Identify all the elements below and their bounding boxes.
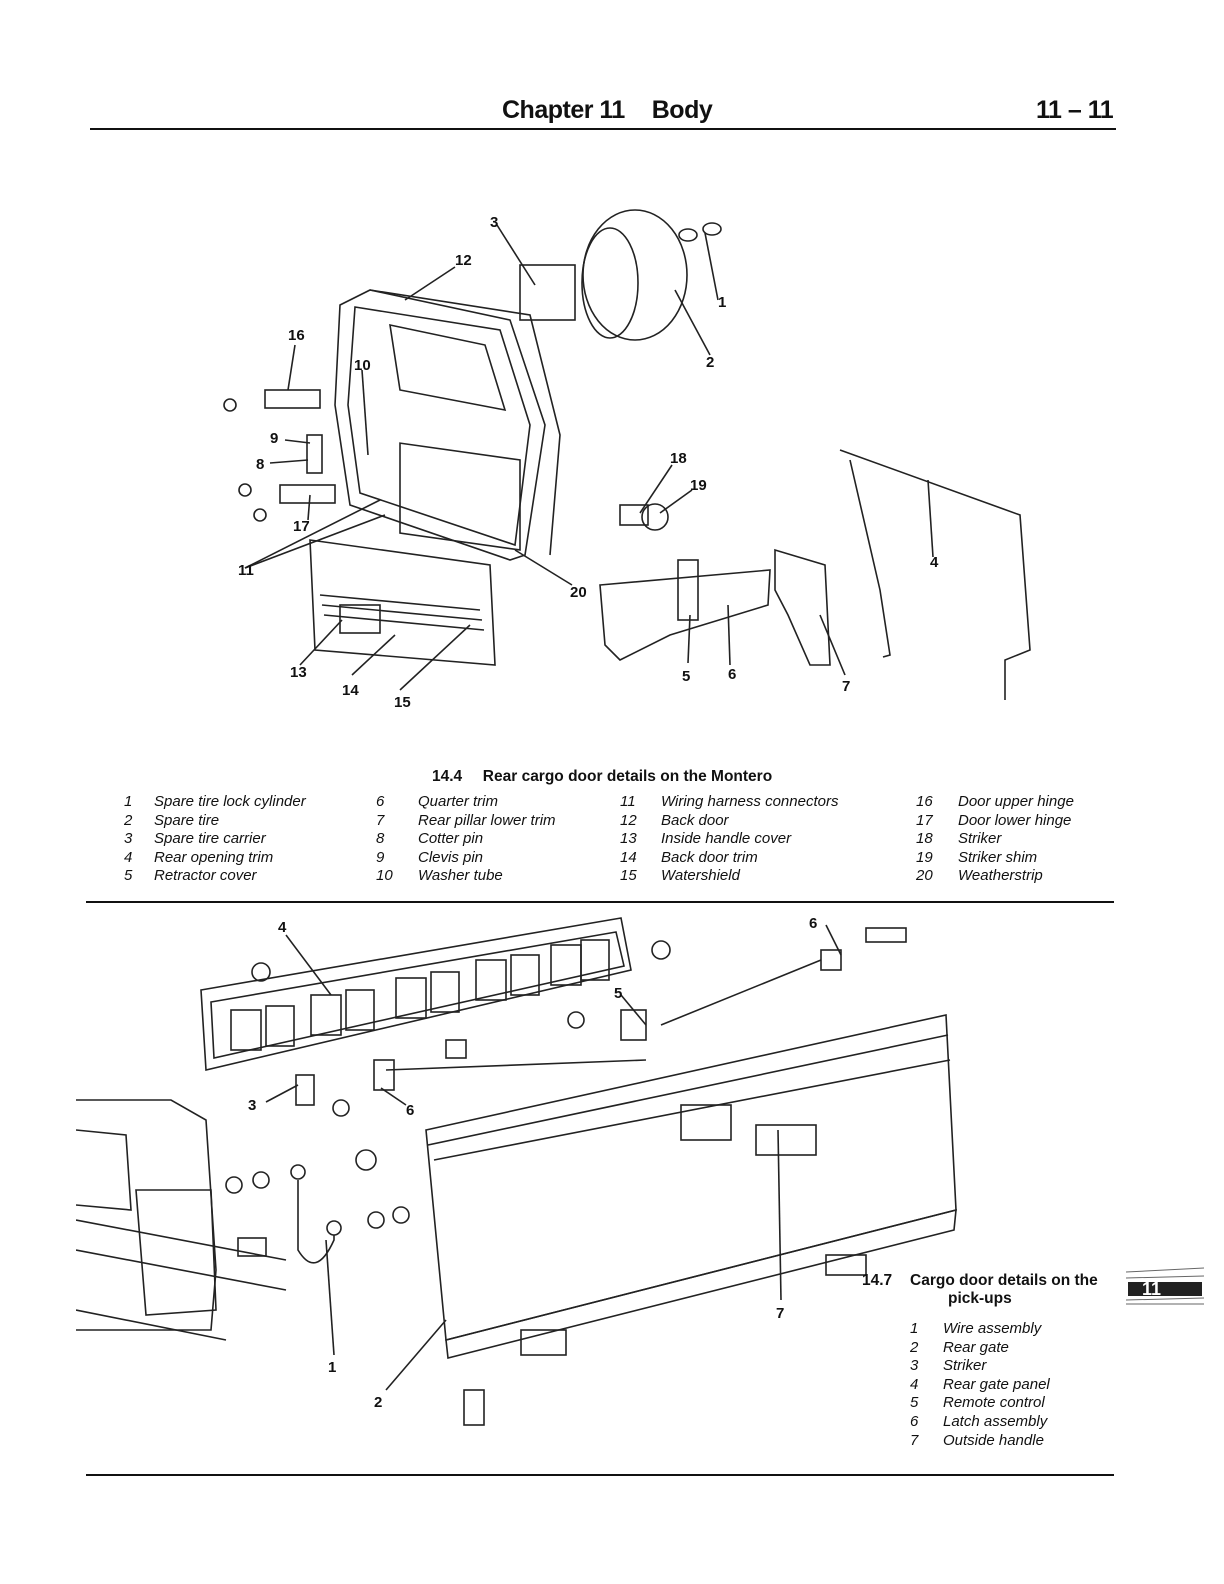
callout-5: 5: [614, 985, 622, 1002]
figure-number: 14.4: [432, 768, 463, 785]
figure-title: Rear cargo door details on the Montero: [482, 768, 773, 785]
callout-16: 16: [288, 327, 305, 344]
figure-title-line1: Cargo door details on the: [910, 1272, 1098, 1289]
callout-6b: 6: [406, 1102, 414, 1119]
page-number: 11 – 11: [1036, 96, 1114, 124]
figure-14-7-caption: 14.7 Cargo door details on the pick-ups: [862, 1272, 1112, 1308]
callout-1: 1: [718, 294, 726, 311]
callout-10: 10: [354, 357, 371, 374]
callout-5: 5: [682, 668, 690, 685]
pickup-rear-gate-illustration: 4 6 5 3 6 1 2 7: [76, 915, 957, 1426]
callout-1: 1: [328, 1359, 336, 1376]
figure-14-4-caption: 14.4 Rear cargo door details on the Mont…: [432, 768, 772, 786]
figure-number: 14.7: [862, 1272, 893, 1289]
callout-13: 13: [290, 664, 307, 681]
callout-14: 14: [342, 682, 359, 699]
callout-20: 20: [570, 584, 587, 601]
callout-17: 17: [293, 518, 310, 535]
chapter-title: Chapter 11 Body: [502, 96, 713, 125]
figure-title-line2: pick-ups: [948, 1290, 1012, 1307]
chapter-label: Chapter 11: [502, 96, 625, 124]
callout-7: 7: [776, 1305, 784, 1322]
callout-2: 2: [374, 1394, 382, 1411]
callout-4: 4: [930, 554, 939, 571]
section-divider: [86, 901, 1114, 903]
callout-15: 15: [394, 694, 411, 711]
callout-6: 6: [809, 915, 817, 932]
callout-4: 4: [278, 919, 287, 936]
section-label: Body: [651, 96, 713, 124]
callout-8: 8: [256, 456, 264, 473]
callout-2: 2: [706, 354, 714, 371]
footer-rule: [86, 1474, 1114, 1476]
callout-3: 3: [490, 214, 498, 231]
callout-11: 11: [238, 562, 254, 579]
callout-6: 6: [728, 666, 736, 683]
chapter-thumb-tab: 11: [1126, 1267, 1204, 1305]
thumb-tab-label: 11: [1142, 1279, 1161, 1299]
callout-19: 19: [690, 477, 707, 494]
callout-3: 3: [248, 1097, 256, 1114]
callout-9: 9: [270, 430, 278, 447]
callout-7: 7: [842, 678, 850, 695]
callout-12: 12: [455, 252, 472, 269]
callout-18: 18: [670, 450, 687, 467]
montero-rear-door-illustration: 3 12 1 2 16 10 9 8 17 11 20 18 19 4 13 1…: [223, 209, 1031, 711]
header-rule: [90, 128, 1116, 130]
